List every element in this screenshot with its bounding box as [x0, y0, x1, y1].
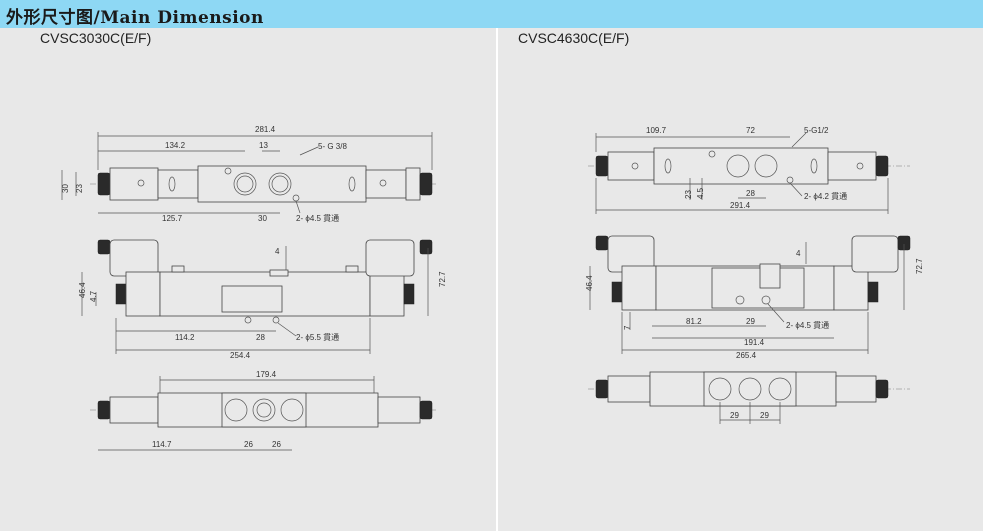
title-bar: 外形尺寸图/Main Dimension [0, 0, 983, 28]
dim-left-side-d2: 114.2 [175, 333, 195, 342]
dim-left-side-overall: 254.4 [230, 351, 251, 360]
dim-left-top-hole: 2- ϕ4.5 貫通 [296, 213, 339, 223]
dim-left-top-overall: 281.4 [255, 125, 276, 134]
dim-left-top-ports: 5- G 3/8 [318, 142, 347, 151]
dim-right-top-h1: 23 [684, 190, 693, 199]
dim-left-top-h2: 23 [75, 184, 84, 193]
dim-right-side-hole: 2- ϕ4.5 貫通 [786, 320, 829, 330]
dim-left-top-h1: 30 [61, 184, 70, 193]
right-top-view: 109.7 72 5-G1/2 23 4.5 28 2- ϕ4.2 貫通 291… [588, 126, 910, 214]
dim-left-side-hole: 2- ϕ5.5 貫通 [296, 332, 339, 342]
dim-right-bottom-d1: 29 [730, 411, 739, 420]
dim-right-top-d2: 72 [746, 126, 755, 135]
dim-left-top-d2: 13 [259, 141, 268, 150]
page-title: 外形尺寸图/Main Dimension [6, 8, 264, 28]
dim-right-top-h2: 4.5 [696, 187, 705, 199]
dim-right-side-h2: 72.7 [915, 258, 924, 274]
model-label-right: CVSC4630C(E/F) [518, 30, 630, 46]
dim-right-side-d1: 4 [796, 249, 801, 258]
model-label-left: CVSC3030C(E/F) [40, 30, 152, 46]
dim-right-top-overall: 291.4 [730, 201, 751, 210]
dim-right-side-h1: 46.4 [585, 275, 594, 291]
left-side-view: 46.4 4.7 72.7 4 114.2 28 2- ϕ5.5 貫通 254.… [78, 239, 447, 360]
dim-left-side-d1: 4 [275, 247, 280, 256]
dim-left-bottom-d1: 114.7 [152, 440, 172, 449]
dim-right-top-d1: 109.7 [646, 126, 667, 135]
dim-left-side-h3: 72.7 [438, 271, 447, 287]
panel-divider [496, 28, 498, 531]
dim-right-side-d5: 191.4 [744, 338, 765, 347]
dim-left-top-d1: 134.2 [165, 141, 186, 150]
left-bottom-view: 179.4 114.7 26 26 [90, 370, 436, 451]
dim-right-top-ports: 5-G1/2 [804, 126, 829, 135]
dim-left-side-d3: 28 [256, 333, 265, 342]
left-top-view: 281.4 134.2 13 5- G 3/8 30 23 125.7 30 2… [61, 125, 436, 223]
dim-left-top-d3: 125.7 [162, 214, 183, 223]
dim-left-bottom-d3: 26 [272, 440, 281, 449]
dim-right-top-hole: 2- ϕ4.2 貫通 [804, 191, 847, 201]
dim-right-top-d3: 28 [746, 189, 755, 198]
dim-left-side-h2: 4.7 [89, 290, 98, 302]
dim-left-side-h1: 46.4 [78, 282, 87, 298]
dim-right-side-overall: 265.4 [736, 351, 757, 360]
dim-right-side-d4: 29 [746, 317, 755, 326]
dim-right-bottom-d2: 29 [760, 411, 769, 420]
right-side-view: 46.4 72.7 4 7 81.2 29 2- ϕ4.5 貫通 191.4 2… [585, 235, 924, 360]
dim-left-bottom-d2: 26 [244, 440, 253, 449]
dim-left-top-d4: 30 [258, 214, 267, 223]
dim-left-bottom-overall: 179.4 [256, 370, 277, 379]
right-bottom-view: 29 29 [588, 371, 910, 424]
dim-right-side-d3: 81.2 [686, 317, 702, 326]
dim-right-side-d2: 7 [623, 325, 632, 330]
